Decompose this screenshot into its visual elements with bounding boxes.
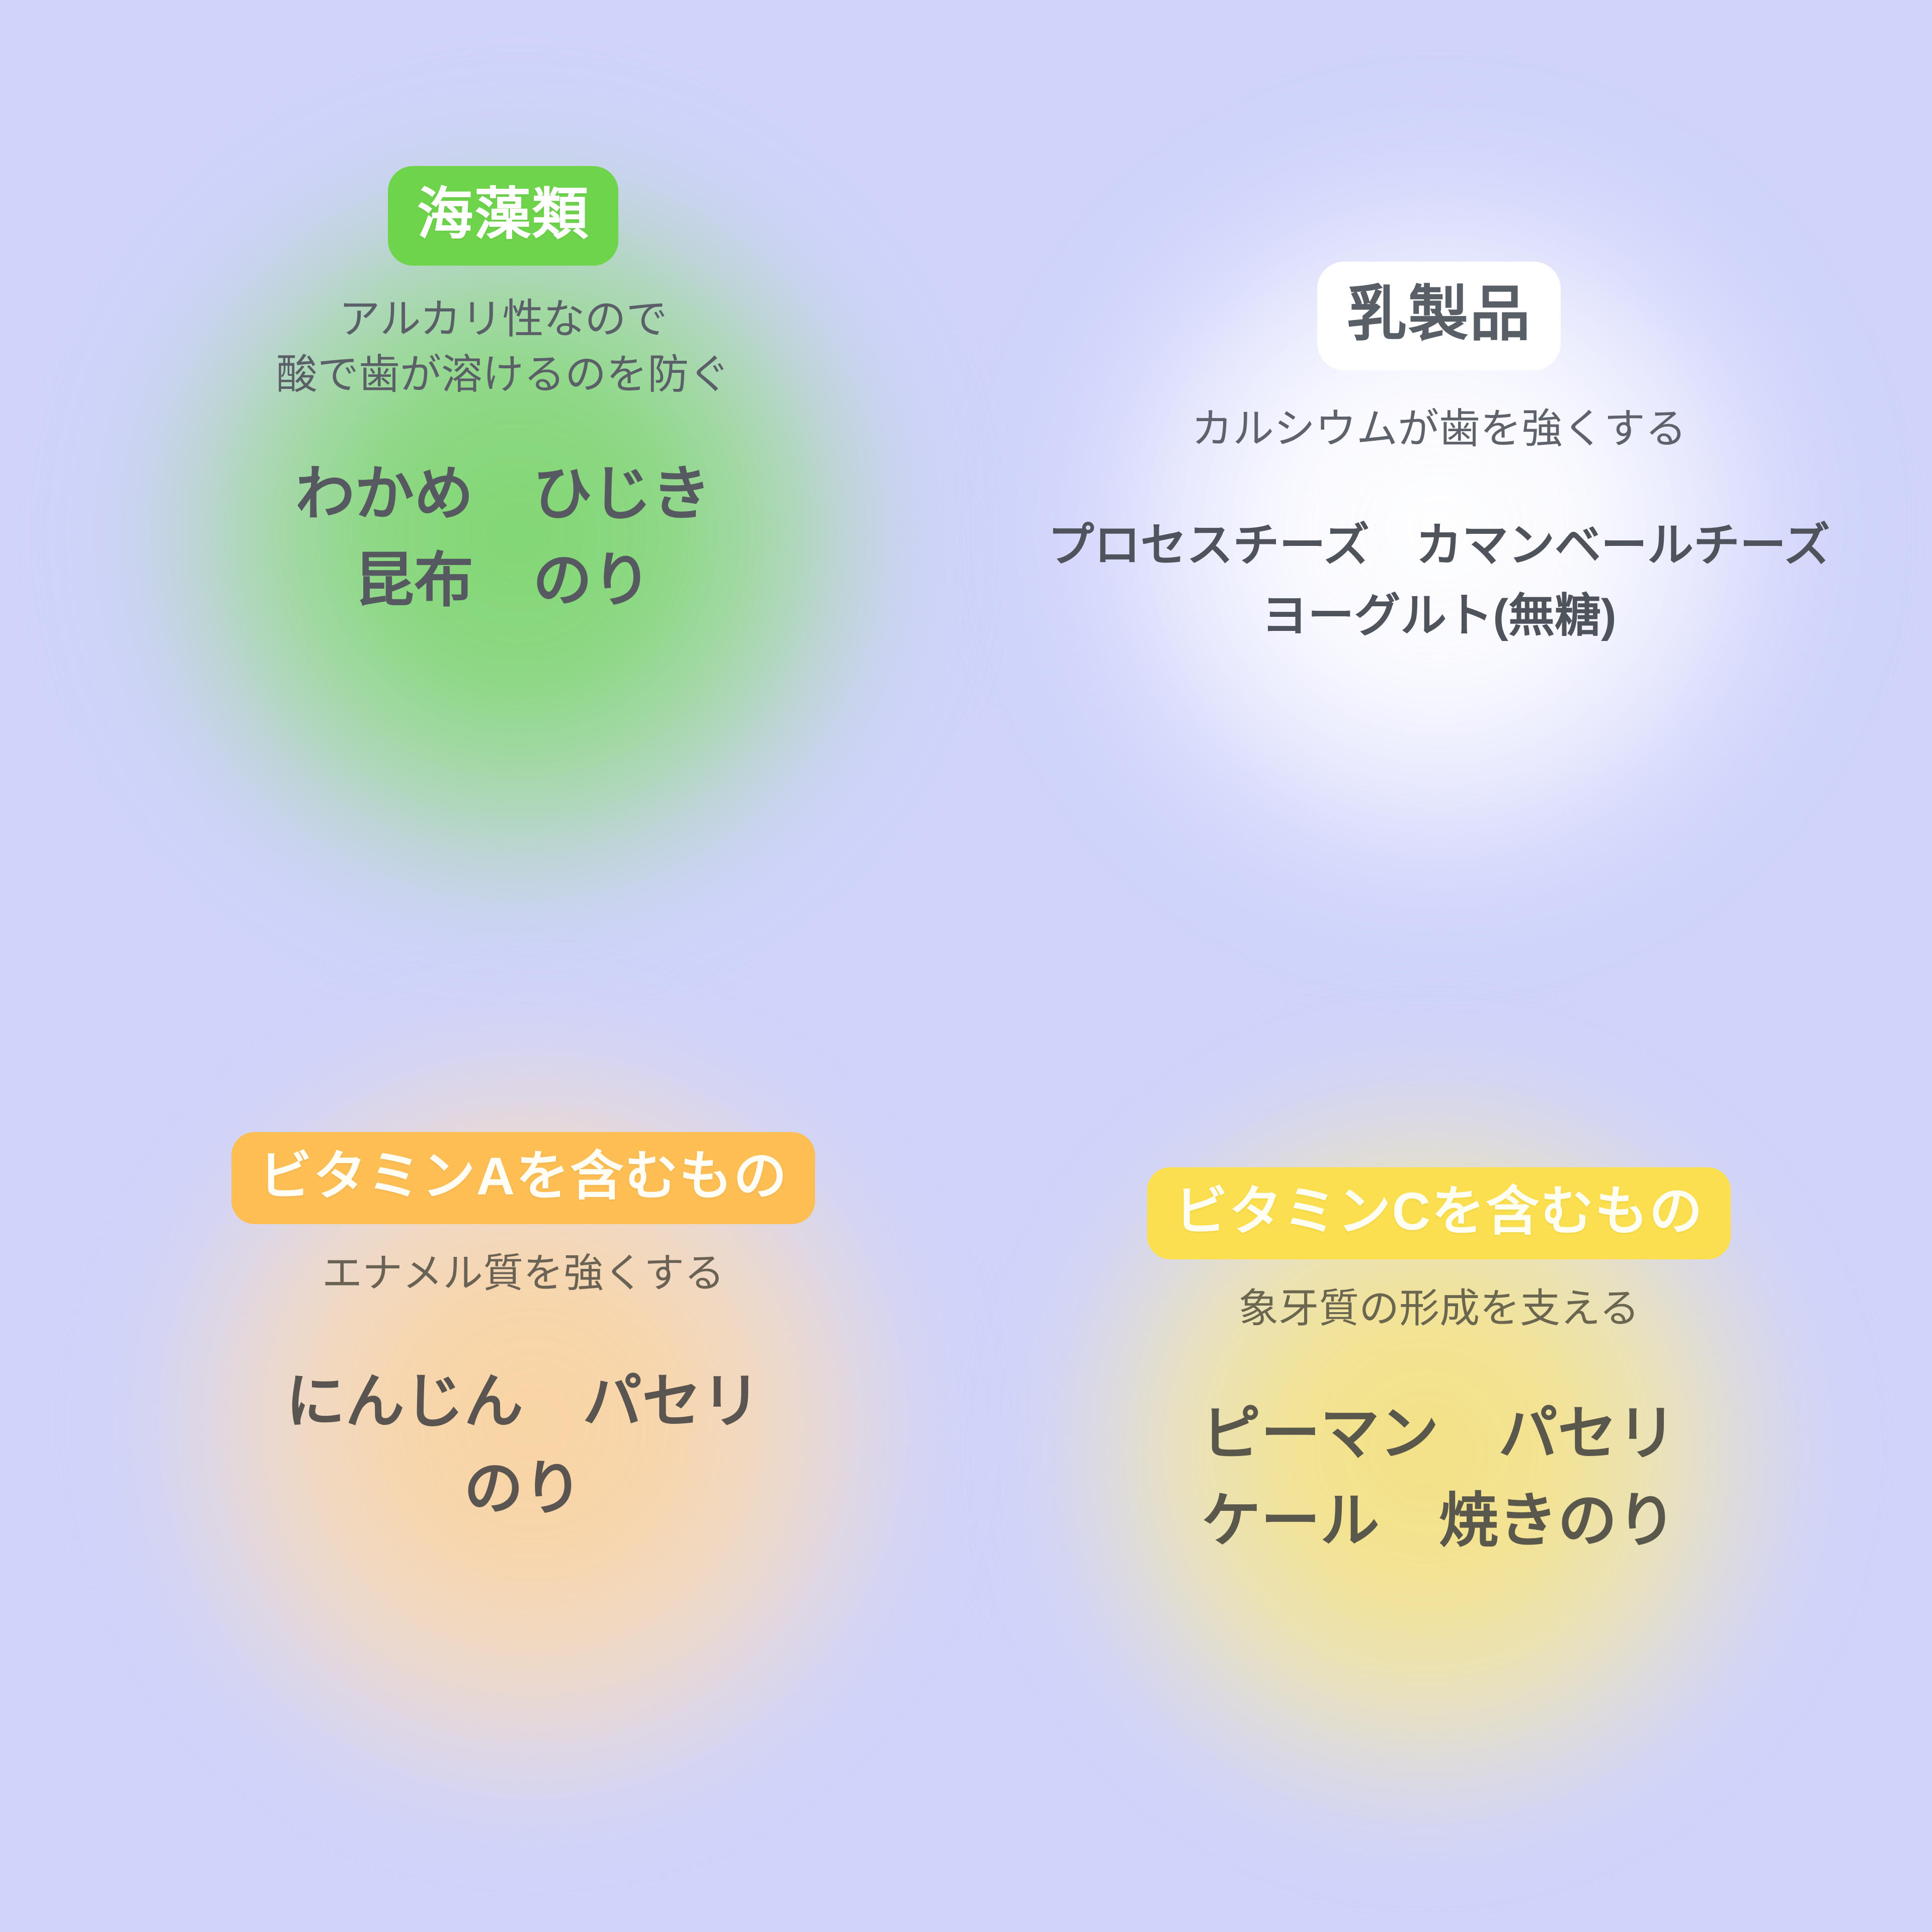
section-dairy: 乳製品 カルシウムが歯を強くする プロセスチーズ カマンベールチーズ ヨーグルト…: [986, 262, 1892, 652]
dairy-food-list: プロセスチーズ カマンベールチーズ ヨーグルト(無糖): [1048, 520, 1830, 642]
section-vitamin-c: ビタミンCを含むもの 象牙質の形成を支える ピーマン パセリ ケール 焼きのり: [996, 1167, 1882, 1564]
vitamin-a-badge: ビタミンAを含むもの: [231, 1132, 815, 1225]
vitamin-a-subtitle: エナメル質を強くする: [322, 1251, 725, 1296]
vitamin-c-subtitle: 象牙質の形成を支える: [1238, 1286, 1640, 1331]
vitamin-c-badge: ビタミンCを含むもの: [1147, 1167, 1731, 1260]
seaweed-badge: 海藻類: [387, 166, 619, 266]
vitamin-c-food-list: ピーマン パセリ ケール 焼きのり: [1201, 1401, 1676, 1554]
dairy-badge: 乳製品: [1317, 262, 1561, 370]
vitamin-a-food-list: にんじん パセリ のり: [285, 1369, 761, 1522]
section-seaweed: 海藻類 アルカリ性なので 酸で歯が溶けるのを防ぐ わかめ ひじき 昆布 のり: [60, 166, 946, 624]
dairy-subtitle: カルシウムが歯を強くする: [1191, 406, 1686, 452]
section-vitamin-a: ビタミンAを含むもの エナメル質を強くする にんじん パセリ のり: [96, 1132, 951, 1532]
seaweed-food-list: わかめ ひじき 昆布 のり: [295, 460, 711, 614]
seaweed-subtitle: アルカリ性なので 酸で歯が溶けるのを防ぐ: [276, 296, 730, 398]
